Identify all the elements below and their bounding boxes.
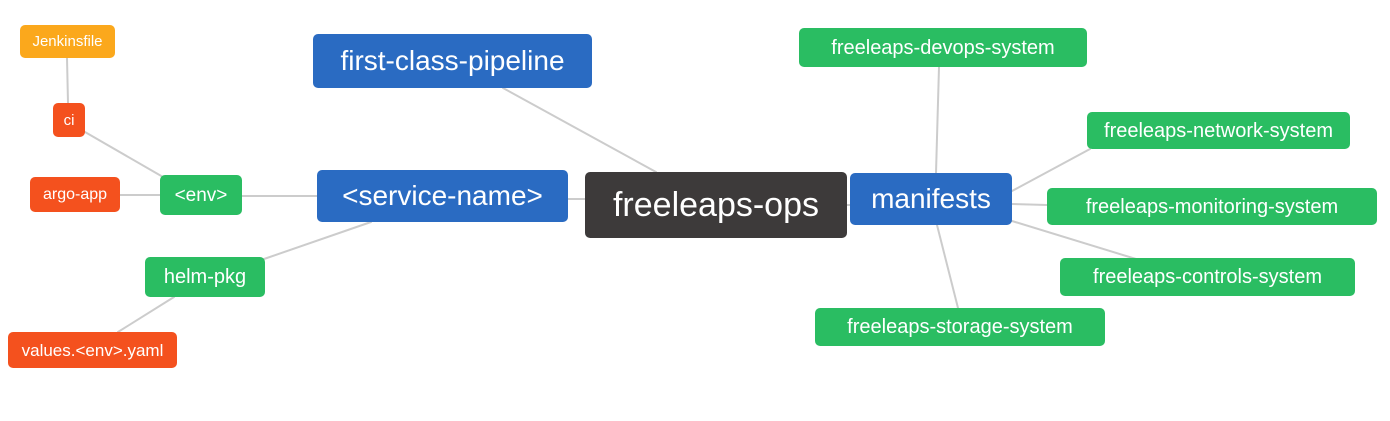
node-freeleaps-monitoring-system[interactable]: freeleaps-monitoring-system xyxy=(1047,188,1377,225)
edge-manifests-to-freeleaps-monitoring-system xyxy=(1011,203,1048,206)
node-helm-pkg[interactable]: helm-pkg xyxy=(145,257,265,297)
edge-jenkinsfile-to-ci xyxy=(66,57,69,104)
edge-first-class-pipeline-to-freeleaps-ops xyxy=(502,87,657,173)
node-env[interactable]: <env> xyxy=(160,175,242,215)
edge-manifests-to-freeleaps-devops-system xyxy=(935,66,940,174)
edge-values-env-yaml-to-helm-pkg xyxy=(117,296,175,333)
node-freeleaps-network-system[interactable]: freeleaps-network-system xyxy=(1087,112,1350,149)
edge-ci-to-env xyxy=(84,131,164,178)
node-manifests[interactable]: manifests xyxy=(850,173,1012,225)
node-first-class-pipeline[interactable]: first-class-pipeline xyxy=(313,34,592,88)
node-freeleaps-devops-system[interactable]: freeleaps-devops-system xyxy=(799,28,1087,67)
edge-manifests-to-freeleaps-network-system xyxy=(1011,148,1091,192)
node-ci[interactable]: ci xyxy=(53,103,85,137)
edge-manifests-to-freeleaps-storage-system xyxy=(936,224,959,309)
node-values-env-yaml[interactable]: values.<env>.yaml xyxy=(8,332,177,368)
node-freeleaps-controls-system[interactable]: freeleaps-controls-system xyxy=(1060,258,1355,296)
edge-helm-pkg-to-service-name xyxy=(263,221,372,260)
node-service-name[interactable]: <service-name> xyxy=(317,170,568,222)
node-argo-app[interactable]: argo-app xyxy=(30,177,120,212)
node-jenkinsfile[interactable]: Jenkinsfile xyxy=(20,25,115,58)
edge-manifests-to-freeleaps-controls-system xyxy=(1011,220,1137,260)
node-freeleaps-storage-system[interactable]: freeleaps-storage-system xyxy=(815,308,1105,346)
node-freeleaps-ops[interactable]: freeleaps-ops xyxy=(585,172,847,238)
